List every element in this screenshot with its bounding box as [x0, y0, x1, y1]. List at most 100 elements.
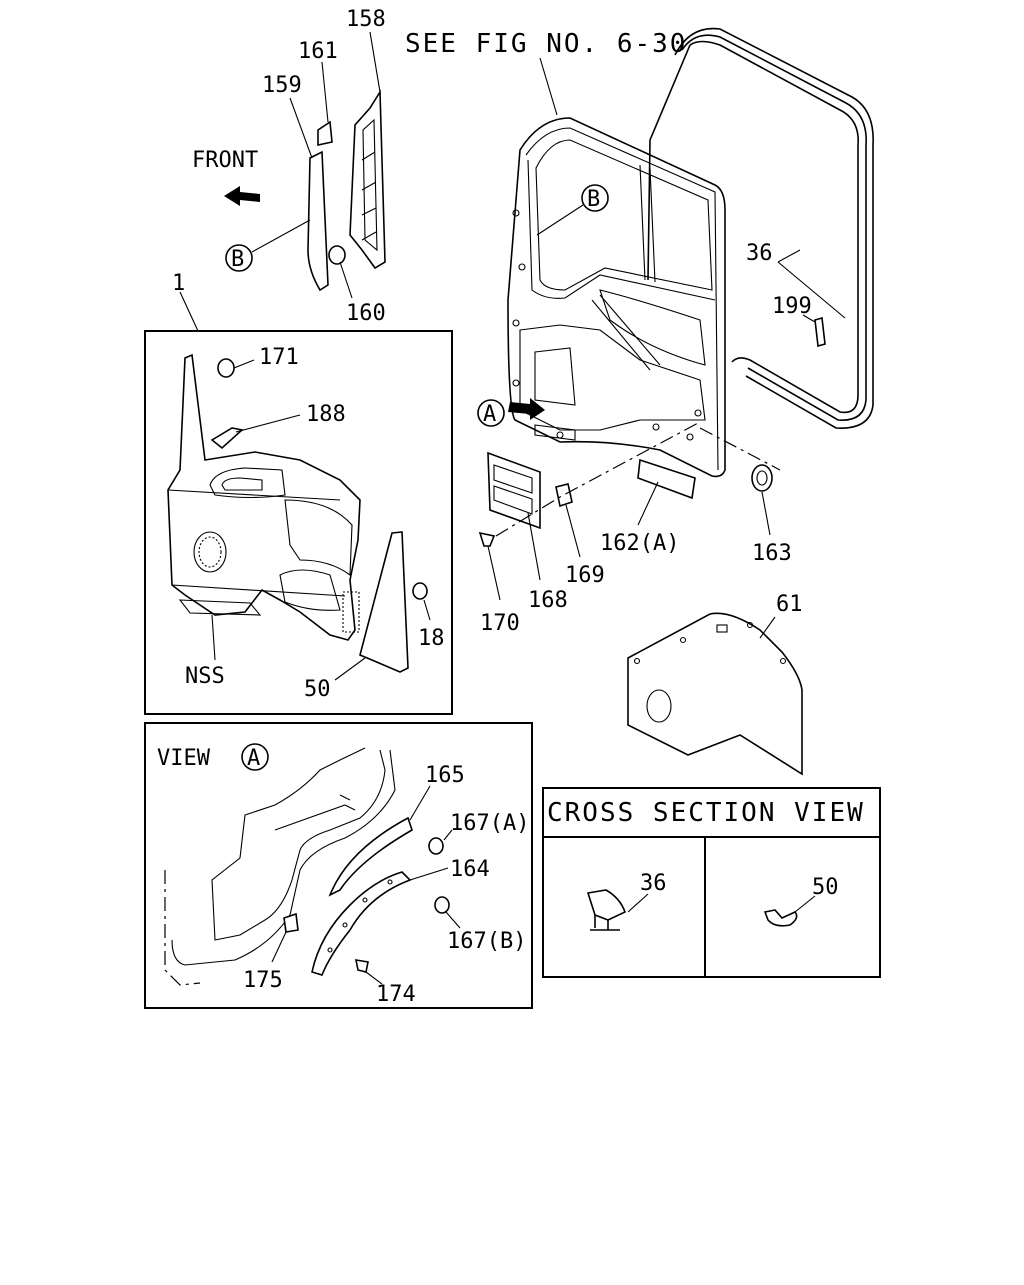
label-168: 168 — [528, 588, 568, 613]
label-161: 161 — [298, 39, 338, 64]
leader-50 — [334, 657, 366, 681]
label-162a: 162(A) — [600, 531, 679, 556]
cross-section-title: CROSS SECTION VIEW — [547, 798, 865, 828]
part-18-clip — [412, 582, 428, 600]
label-167b: 167(B) — [447, 929, 526, 954]
part-160-plug — [328, 245, 346, 265]
view-a-title: VIEW — [157, 746, 211, 771]
leader-164 — [409, 867, 449, 881]
door-inner-panel — [507, 117, 726, 478]
part-164-trim — [311, 871, 412, 976]
leader-cs36 — [627, 893, 649, 913]
label-159: 159 — [262, 73, 302, 98]
leader-see-fig — [539, 57, 558, 116]
leader-161 — [321, 61, 329, 123]
part-199-plug — [814, 316, 826, 348]
label-cs50: 50 — [812, 875, 839, 900]
part-170-screw — [478, 531, 496, 547]
part-162a-bracket — [637, 458, 696, 500]
label-167a: 167(A) — [450, 811, 529, 836]
cross-section-36-profile — [586, 889, 626, 931]
centerline-handle — [495, 421, 701, 537]
leader-167a — [443, 829, 453, 841]
label-170: 170 — [480, 611, 520, 636]
leader-188 — [235, 414, 301, 433]
view-a-box — [144, 722, 533, 1009]
view-a-door-outline — [164, 747, 396, 986]
front-label: FRONT — [192, 148, 258, 173]
leader-159 — [289, 97, 313, 159]
leader-163 — [761, 491, 771, 536]
label-18: 18 — [418, 626, 445, 651]
label-165: 165 — [425, 763, 465, 788]
label-171: 171 — [259, 345, 299, 370]
part-161-clip — [317, 120, 333, 146]
label-50: 50 — [304, 677, 331, 702]
leader-167b — [445, 911, 461, 929]
label-188: 188 — [306, 402, 346, 427]
label-cs36: 36 — [640, 871, 667, 896]
label-169: 169 — [565, 563, 605, 588]
leader-170 — [487, 545, 501, 601]
callout-b-circle-left — [225, 244, 253, 272]
leader-nss — [211, 614, 216, 661]
callout-a: A — [483, 402, 496, 427]
cross-section-box — [542, 787, 881, 978]
label-158: 158 — [346, 7, 386, 32]
label-163: 163 — [752, 541, 792, 566]
leader-175 — [271, 931, 287, 963]
label-61: 61 — [776, 592, 803, 617]
part-174-clip — [354, 959, 369, 973]
leader-b-left — [251, 219, 311, 253]
label-164: 164 — [450, 857, 490, 882]
part-158-panel — [349, 89, 386, 270]
door-trim-panel — [167, 353, 361, 641]
leader-61 — [759, 616, 776, 639]
callout-b-circle-door — [581, 184, 609, 212]
part-165-strip — [328, 816, 413, 897]
trim-assembly-box — [144, 330, 453, 715]
view-a-title-circle — [241, 743, 269, 771]
leader-18 — [423, 599, 431, 621]
view-a-title-letter: A — [247, 746, 260, 771]
leader-168 — [527, 512, 541, 581]
part-163-hole — [756, 470, 768, 486]
part-159-strip — [307, 150, 329, 292]
centerline-163 — [699, 427, 781, 471]
callout-a-circle — [477, 399, 505, 427]
view-a-arrow-icon — [508, 398, 545, 420]
leader-1 — [179, 291, 199, 332]
see-fig-label: SEE FIG NO. 6-30 — [405, 29, 687, 59]
leader-160 — [339, 261, 353, 299]
part-61-sheet — [627, 612, 803, 776]
leader-b-door — [536, 204, 584, 236]
label-175: 175 — [243, 968, 283, 993]
callout-b-left: B — [231, 247, 244, 272]
leader-171 — [233, 359, 255, 369]
leader-162a — [637, 481, 659, 526]
leader-158 — [369, 31, 381, 93]
cross-section-50-profile — [763, 909, 798, 927]
label-nss: NSS — [185, 664, 225, 689]
label-199: 199 — [772, 294, 812, 319]
label-160: 160 — [346, 301, 386, 326]
part-171-clip — [217, 358, 235, 378]
label-36: 36 — [746, 241, 773, 266]
label-174: 174 — [376, 982, 416, 1007]
leader-169 — [565, 504, 581, 558]
part-167b-clip — [434, 896, 450, 914]
part-163-grommet — [751, 464, 773, 492]
leader-cs50 — [794, 895, 816, 913]
part-168-handle-bezel — [487, 451, 541, 530]
part-50-seal — [359, 531, 409, 673]
part-167a-clip — [428, 837, 444, 855]
leader-199 — [802, 314, 816, 323]
part-175-clip — [283, 912, 299, 933]
part-169-clip — [555, 483, 573, 508]
part-188-strip — [210, 427, 244, 450]
label-1: 1 — [172, 271, 185, 296]
callout-b-door: B — [587, 187, 600, 212]
leader-36 — [777, 261, 846, 319]
part-36-weatherstrip — [647, 27, 874, 429]
